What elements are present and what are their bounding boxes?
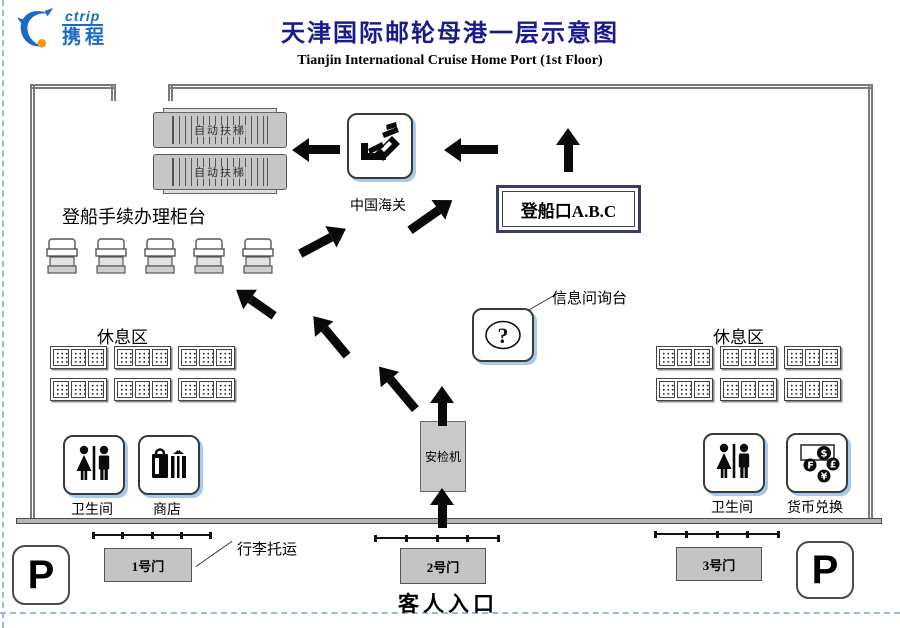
door-span-gate3 bbox=[654, 530, 780, 538]
escalator-1: 自动扶梯 bbox=[153, 108, 287, 148]
info-desk-icon: ? bbox=[472, 308, 534, 362]
customs-label: 中国海关 bbox=[350, 199, 406, 214]
shop-label: 商店 bbox=[153, 503, 181, 518]
question-mark-glyph: ? bbox=[498, 323, 509, 348]
logo-brand-en: ctrip bbox=[62, 9, 104, 26]
page-title: 天津国际邮轮母港一层示意图 bbox=[281, 21, 619, 47]
luggage-callout-line bbox=[195, 540, 233, 567]
checkin-counter-icon bbox=[46, 238, 78, 274]
pound-symbol: £ bbox=[830, 460, 837, 471]
rest-area-right-label: 休息区 bbox=[713, 328, 764, 347]
checkin-counter-icon bbox=[144, 238, 176, 274]
flow-arrow-diag-5 bbox=[369, 358, 424, 417]
gate-2: 2号门 bbox=[400, 548, 486, 584]
flow-arrow-security-up bbox=[430, 386, 454, 426]
wall-top-right bbox=[168, 84, 873, 89]
seat-bench bbox=[178, 378, 235, 401]
male-female-icon bbox=[716, 443, 750, 478]
parking-left-icon: P bbox=[12, 545, 70, 605]
rest-area-left-seats bbox=[50, 346, 235, 401]
customs-icon bbox=[347, 113, 413, 179]
checkin-counter-row bbox=[42, 238, 278, 276]
yen-symbol: ¥ bbox=[821, 472, 828, 483]
wall-gap-stub-right bbox=[168, 84, 173, 101]
seat-bench bbox=[656, 346, 713, 369]
seat-bench bbox=[784, 378, 841, 401]
seat-bench bbox=[720, 378, 777, 401]
restroom-left-label: 卫生间 bbox=[71, 503, 113, 518]
rest-area-left-label: 休息区 bbox=[97, 328, 148, 347]
luggage-label: 行李托运 bbox=[237, 542, 298, 558]
shopping-bag-gift-icon bbox=[152, 448, 186, 478]
page-border-left bbox=[2, 0, 4, 628]
ctrip-logo: ctrip 携程 bbox=[16, 6, 108, 50]
restroom-right-label: 卫生间 bbox=[711, 501, 753, 516]
flow-arrow-diag-3 bbox=[229, 279, 280, 326]
customs-officer-icon bbox=[361, 122, 400, 161]
escalator-group: 自动扶梯 自动扶梯 bbox=[153, 108, 287, 196]
dollar-symbol: $ bbox=[821, 449, 828, 460]
wall-top-left bbox=[30, 84, 115, 89]
rest-area-right-seats bbox=[656, 346, 841, 401]
wall-gap-stub-left bbox=[111, 84, 116, 101]
restroom-right-icon bbox=[703, 433, 765, 493]
info-desk-label: 信息问询台 bbox=[552, 291, 628, 307]
flow-arrow-to-customs bbox=[444, 138, 498, 162]
logo-brand-cn: 携程 bbox=[62, 27, 109, 48]
checkin-counter-icon bbox=[193, 238, 225, 274]
wall-bottom bbox=[16, 518, 882, 524]
gate-1: 1号门 bbox=[104, 548, 192, 582]
escalator-label: 自动扶梯 bbox=[192, 167, 248, 179]
currency-exchange-label: 货币兑换 bbox=[787, 501, 843, 516]
checkin-counter-label: 登船手续办理柜台 bbox=[62, 207, 206, 227]
gate-3: 3号门 bbox=[676, 547, 762, 581]
shop-icon bbox=[138, 435, 200, 495]
ctrip-dolphin-icon bbox=[16, 7, 54, 48]
franc-symbol: ₣ bbox=[807, 461, 814, 472]
escalator-label: 自动扶梯 bbox=[192, 125, 248, 137]
seat-bench bbox=[178, 346, 235, 369]
flow-arrow-diag-4 bbox=[304, 308, 356, 363]
page-border-bottom bbox=[0, 612, 900, 614]
door-span-gate2 bbox=[374, 534, 500, 542]
flow-arrow-diag-2 bbox=[294, 218, 352, 264]
seat-bench bbox=[114, 346, 171, 369]
seat-bench bbox=[784, 346, 841, 369]
question-mark-icon: ? bbox=[485, 320, 521, 350]
seat-bench bbox=[50, 378, 107, 401]
flow-arrow-to-escalator bbox=[292, 138, 340, 162]
seat-bench bbox=[720, 346, 777, 369]
parking-right-icon: P bbox=[796, 541, 854, 599]
door-span-gate1 bbox=[92, 531, 212, 539]
checkin-counter-icon bbox=[242, 238, 274, 274]
page-subtitle: Tianjin International Cruise Home Port (… bbox=[297, 53, 603, 68]
checkin-counter-icon bbox=[95, 238, 127, 274]
flow-arrow-entrance-up bbox=[430, 488, 454, 528]
currency-exchange-icon: $ £ ₣ ¥ bbox=[786, 433, 848, 493]
boarding-gate-box: 登船口A.B.C bbox=[496, 185, 641, 233]
escalator-2: 自动扶梯 bbox=[153, 154, 287, 194]
seat-bench bbox=[114, 378, 171, 401]
flow-arrow-diag-1 bbox=[403, 190, 460, 239]
wall-left bbox=[30, 84, 35, 521]
seat-bench bbox=[656, 378, 713, 401]
flow-arrow-boarding-up bbox=[556, 128, 580, 172]
security-machine: 安检机 bbox=[420, 421, 466, 492]
restroom-left-icon bbox=[63, 435, 125, 495]
wall-right bbox=[868, 84, 873, 521]
male-female-icon bbox=[76, 445, 110, 480]
guest-entrance-label: 客人入口 bbox=[398, 592, 498, 616]
seat-bench bbox=[50, 346, 107, 369]
currency-symbols-icon: $ £ ₣ ¥ bbox=[800, 444, 840, 483]
